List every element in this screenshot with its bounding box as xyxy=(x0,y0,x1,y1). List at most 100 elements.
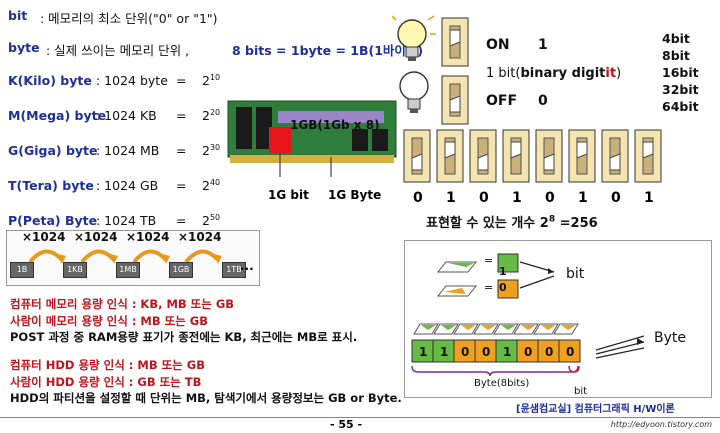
power-exponent: 10 xyxy=(209,73,221,82)
tile-mark xyxy=(561,325,576,330)
byte-cell-value: 1 xyxy=(503,345,512,359)
chain-unit-box: 1KB xyxy=(63,262,87,278)
byte-equation: 8 bits = 1byte = 1B(1바이트) xyxy=(232,43,424,58)
unit-value: : 1024 byte xyxy=(96,73,168,88)
byte-cell-value: 0 xyxy=(482,345,491,359)
tile-mark xyxy=(501,325,516,330)
binary-digit-label: 1 bit(binary digitit) xyxy=(486,66,622,81)
switch-on-icon xyxy=(502,129,530,183)
tile-mark xyxy=(521,325,536,330)
switch-bit-value: 1 xyxy=(644,190,654,206)
unit-equals: = xyxy=(176,213,187,228)
bit-size: 4bit xyxy=(662,31,690,46)
unit-equals: = xyxy=(176,143,187,158)
note-line: 컴퓨터 메모리 용량 인식 : KB, MB 또는 GB xyxy=(10,297,235,311)
unit-power: 250 xyxy=(202,213,220,228)
bit-size: 8bit xyxy=(662,48,690,63)
bit-size: 64bit xyxy=(662,99,699,114)
switch-off-icon xyxy=(469,129,497,183)
note-line: 컴퓨터 HDD 용량 인식 : MB 또는 GB xyxy=(10,358,205,372)
power-base: 2 xyxy=(202,73,210,89)
tile-mark xyxy=(461,325,476,330)
power-exponent: 20 xyxy=(209,108,221,117)
unit-power: 240 xyxy=(202,178,220,193)
chain-arrow-icon xyxy=(28,249,66,264)
green-equals: = xyxy=(484,254,494,267)
unit-name: T(Tera) byte xyxy=(8,178,94,193)
chip-label: 1GB(1Gb x 8) xyxy=(290,118,380,132)
switch-bit-value: 0 xyxy=(611,190,621,206)
switch-off-icon xyxy=(601,129,629,183)
chain-more: ··· xyxy=(240,262,254,276)
byte-cell-value: 0 xyxy=(545,345,554,359)
tile-mark xyxy=(421,325,436,330)
chain-arrow-icon xyxy=(80,249,118,264)
switch-bit-value: 0 xyxy=(479,190,489,206)
one-gbyte-label: 1G Byte xyxy=(328,188,382,202)
switch-bit-value: 1 xyxy=(446,190,456,206)
chain-unit-box: 1MB xyxy=(116,262,140,278)
unit-equals: = xyxy=(176,108,187,123)
switch-off-icon xyxy=(535,129,563,183)
off-label: OFF xyxy=(486,93,518,109)
switch-off-icon xyxy=(441,75,469,125)
unit-name: G(Giga) byte xyxy=(8,143,98,158)
byte-cell-value: 0 xyxy=(566,345,575,359)
switch-on-icon xyxy=(441,17,469,67)
chain-multiplier: ×1024 xyxy=(178,230,222,244)
credit: [윤샘컴교실] 컴퓨터그래픽 H/W이론 xyxy=(516,404,675,415)
footer xyxy=(0,417,720,433)
unit-value: : 1024 MB xyxy=(96,143,160,158)
bit-term: bit xyxy=(8,8,28,23)
chain-multiplier: ×1024 xyxy=(74,230,118,244)
note-line: 사람이 HDD 용량 인식 : GB 또는 TB xyxy=(10,375,202,389)
single-bit-label: bit xyxy=(574,386,588,397)
tile-mark xyxy=(481,325,496,330)
unit-value: : 1024 KB xyxy=(96,108,157,123)
page-number: - 55 - xyxy=(330,418,363,431)
chain-unit-box: 1GB xyxy=(169,262,193,278)
chain-arrow-icon xyxy=(132,249,170,264)
ram-module xyxy=(227,100,397,177)
unit-value: : 1024 TB xyxy=(96,213,157,228)
unit-power: 220 xyxy=(202,108,220,123)
switch-on-icon xyxy=(436,129,464,183)
switch-bit-value: 1 xyxy=(512,190,522,206)
byte-cell-value: 1 xyxy=(440,345,449,359)
unit-value: : 1024 GB xyxy=(96,178,159,193)
power-base: 2 xyxy=(202,213,210,229)
chain-unit-box: 1B xyxy=(10,262,34,278)
bulb-off-icon xyxy=(399,71,429,113)
note-line: 사람이 메모리 용량 인식 : MB 또는 GB xyxy=(10,314,208,328)
note-line: HDD의 파티션을 설정할 때 단위는 MB, 탐색기에서 용량정보는 GB o… xyxy=(10,391,402,405)
byte-definition: : 실제 쓰이는 메모리 단위 , xyxy=(46,43,190,58)
chain-multiplier: ×1024 xyxy=(126,230,170,244)
switch-bit-value: 0 xyxy=(545,190,555,206)
chain-unit-box: 1TB xyxy=(222,262,246,278)
one-gbit-label: 1G bit xyxy=(268,188,309,202)
bit-size-list: 4bit 8bit 16bit 32bit 64bit xyxy=(662,30,699,115)
unit-equals: = xyxy=(176,73,187,88)
orange-equals: = xyxy=(484,281,494,294)
unit-name: M(Mega) byte xyxy=(8,108,107,123)
combination-count: 표현할 수 있는 개수 28 =256 xyxy=(426,214,598,231)
byte-cell-value: 0 xyxy=(524,345,533,359)
bit-word: bit xyxy=(566,266,585,282)
switch-off-icon xyxy=(403,129,431,183)
bulb-on-icon xyxy=(392,15,436,61)
off-value: 0 xyxy=(538,93,548,109)
power-base: 2 xyxy=(202,143,210,159)
unit-equals: = xyxy=(176,178,187,193)
byte-term: byte xyxy=(8,40,40,55)
byte-8bits-label: Byte(8bits) xyxy=(474,378,530,389)
unit-name: K(Kilo) byte xyxy=(8,73,92,88)
bit-size: 16bit xyxy=(662,65,699,80)
byte-word: Byte xyxy=(654,330,686,346)
on-label: ON xyxy=(486,37,510,53)
byte-cell xyxy=(558,339,581,363)
bit-byte-diagram xyxy=(404,240,712,398)
unit-name: P(Peta) Byte xyxy=(8,213,98,228)
power-exponent: 50 xyxy=(209,213,221,222)
power-base: 2 xyxy=(202,108,210,124)
bit-size: 32bit xyxy=(662,82,699,97)
